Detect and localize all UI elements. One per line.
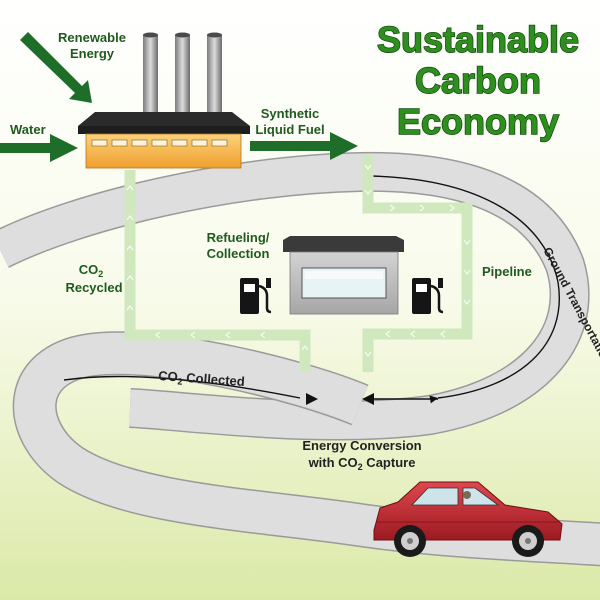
synthetic-fuel-arrow <box>250 132 358 160</box>
road-flow-arrowheads <box>306 393 438 405</box>
title-line-3: Economy <box>397 101 559 142</box>
car-wheel-front <box>394 525 426 557</box>
arrow-left-into-loop <box>362 393 374 405</box>
pipeline <box>124 155 473 372</box>
pipeline-flow-marks <box>126 164 471 357</box>
road-flow-lines <box>63 175 560 399</box>
fuel-pump-right <box>412 278 444 314</box>
car-window-rear <box>462 487 500 506</box>
factory-roof <box>78 112 250 126</box>
label-renewable-line2: Energy <box>70 46 115 61</box>
label-refueling-line2: Collection <box>207 246 270 261</box>
factory <box>78 32 250 169</box>
label-renewable-line1: Renewable <box>58 30 126 45</box>
water-arrow <box>0 134 78 162</box>
label-water: Water <box>10 122 46 137</box>
label-pipeline: Pipeline <box>482 264 532 279</box>
label-refueling-line1: Refueling/ <box>207 230 270 245</box>
label-synthetic-line2: Liquid Fuel <box>255 122 324 137</box>
renewable-energy-arrow <box>20 32 92 103</box>
car-wheel-rear <box>512 525 544 557</box>
arrow-right-into-loop <box>306 393 318 405</box>
smokestack-3 <box>207 35 222 117</box>
smokestack-1 <box>143 35 158 117</box>
label-co2-recycled-line2: Recycled <box>65 280 122 295</box>
label-energy-conversion-line2: with CO2 Capture <box>308 455 416 472</box>
diagram-title: Sustainable Carbon Economy <box>376 18 580 143</box>
label-synthetic-line1: Synthetic <box>261 106 320 121</box>
car-driver <box>463 491 471 499</box>
title-line-2: Carbon <box>415 60 541 101</box>
label-co2-collected: CO2 Collected <box>158 368 246 391</box>
title-line-1: Sustainable <box>377 19 579 60</box>
label-co2-recycled-line1: CO2 <box>79 262 104 279</box>
fuel-pump-left <box>240 278 272 314</box>
label-energy-conversion-line1: Energy Conversion <box>302 438 421 453</box>
smokestack-2 <box>175 35 190 117</box>
factory-building <box>85 133 242 169</box>
car <box>373 481 563 557</box>
station-roof <box>283 236 404 252</box>
car-window-front <box>411 487 459 506</box>
refueling-station <box>283 236 404 315</box>
